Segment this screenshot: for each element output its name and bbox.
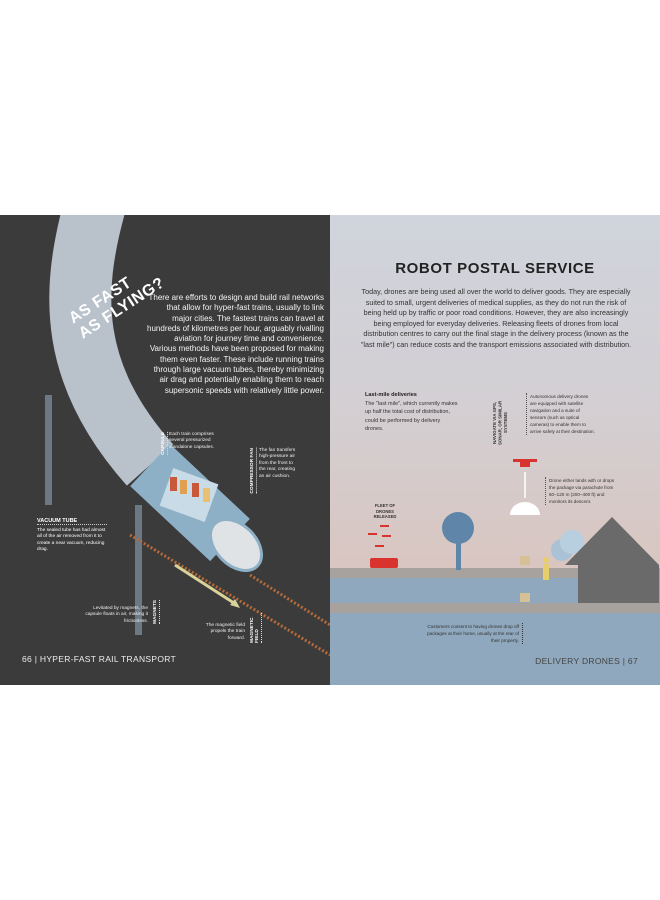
drone-fleet-icon	[368, 525, 391, 547]
vacuum-tube-caption: The sealed tube has had almost all of th…	[37, 528, 106, 553]
arrow-head	[230, 599, 240, 608]
left-page-footer: 66 | HYPER-FAST RAIL TRANSPORT	[22, 654, 177, 664]
navigate-label: NAVIGATE VIA GPS, SONAR, OR SIMILAR SYST…	[492, 400, 508, 446]
consent-caption: Customers consent to having drones drop …	[425, 623, 523, 644]
tube-pylon	[135, 505, 142, 635]
direction-arrow	[174, 563, 238, 607]
magnetic-track	[129, 533, 330, 657]
compressor-fan-caption: The fan transfers high-pressure air from…	[259, 448, 296, 479]
fleet-label: FLEET OF DRONES RELEASED	[373, 503, 397, 519]
vacuum-tube-label: VACUUM TUBE	[37, 518, 107, 525]
magnetic-track	[249, 573, 330, 627]
compressor-fan-label: COMPRESSOR FAN	[250, 448, 257, 494]
magnetic-field-caption: The magnetic field propels the train for…	[205, 623, 245, 641]
seats	[170, 477, 210, 502]
parachute-icon	[510, 502, 540, 515]
van-icon	[370, 558, 398, 568]
magnetic-field-label: MAGNETIC FIELD	[250, 613, 262, 643]
tree-icon	[442, 512, 474, 570]
navigate-caption: Autonomous delivery drones are equipped …	[526, 393, 596, 435]
right-page: ROBOT POSTAL SERVICE Today, drones are b…	[330, 215, 660, 685]
compressor-fan	[209, 518, 263, 572]
drone-icon	[513, 459, 537, 467]
last-mile-text: The "last mile", which currently makes u…	[365, 401, 458, 432]
capsule-label: CAPSULE	[161, 432, 168, 455]
tube-pylon	[45, 395, 52, 505]
person-icon	[543, 557, 549, 580]
tree-icon	[551, 530, 584, 561]
package-icon	[520, 593, 530, 602]
capsule-caption: Each train comprises several pressurized…	[169, 432, 215, 450]
path	[330, 603, 660, 613]
drop-caption: Drone either lands with or drops the pac…	[545, 477, 617, 505]
page-title: ROBOT POSTAL SERVICE	[395, 260, 595, 277]
package-icon	[520, 556, 530, 565]
vacuum-tube	[49, 215, 174, 486]
magnets-label: MAGNETS	[153, 600, 160, 624]
intro-text: Today, drones are being used all over th…	[360, 287, 632, 349]
road	[330, 568, 660, 578]
last-mile-heading: Last-mile deliveries	[365, 392, 417, 398]
intro-text: There are efforts to design and build ra…	[147, 293, 324, 395]
house-icon	[565, 517, 659, 603]
drone-delivery-illustration	[330, 459, 660, 685]
right-page-footer: DELIVERY DRONES | 67	[535, 656, 638, 666]
hyperloop-illustration	[45, 215, 330, 657]
magnets-caption: Levitated by magnets, the capsule floats…	[85, 606, 148, 624]
